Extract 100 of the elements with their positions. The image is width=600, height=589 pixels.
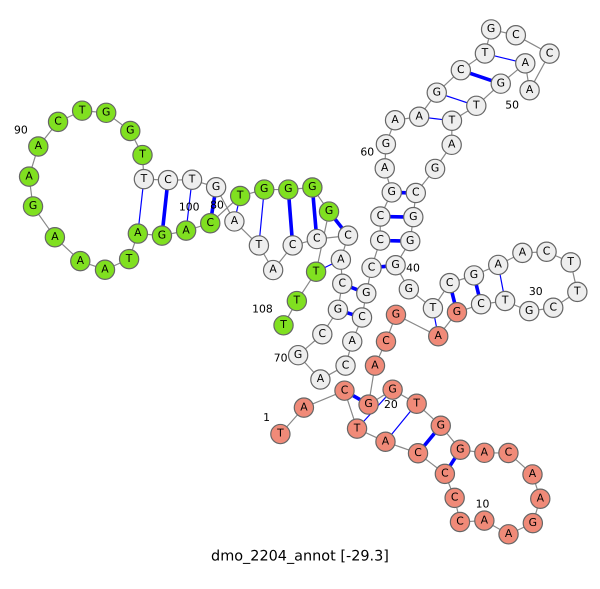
node-circle: T	[406, 394, 427, 414]
node-circle: C	[498, 442, 519, 464]
connector	[469, 72, 492, 82]
node-circle: T	[132, 144, 153, 166]
connector	[250, 192, 255, 194]
node-circle: C	[332, 274, 352, 294]
node-circle: C	[370, 230, 390, 251]
node-circle: A	[515, 53, 536, 74]
connector	[561, 296, 570, 303]
connector	[302, 241, 308, 244]
node-circle: T	[273, 315, 294, 336]
connector	[278, 252, 287, 263]
connector	[286, 414, 298, 428]
node-circle: T	[248, 235, 270, 256]
connector	[376, 394, 384, 400]
connector	[374, 250, 378, 259]
node-circle: G	[385, 255, 406, 276]
connector	[416, 294, 426, 303]
node-circle: G	[490, 73, 511, 94]
node-circle: G	[120, 120, 140, 142]
connector	[440, 152, 447, 162]
node-circle: C	[539, 43, 560, 64]
connector	[318, 195, 324, 204]
node-circle: C	[200, 213, 220, 234]
node-circle: C	[306, 228, 328, 250]
connector	[236, 205, 239, 212]
caption: dmo_2204_annot [-29.3]	[211, 548, 389, 564]
connector	[30, 186, 32, 197]
connector	[328, 370, 338, 376]
node-circle: T	[442, 110, 462, 131]
connector	[572, 272, 576, 282]
node-label: 40	[406, 261, 420, 274]
node-circle: A	[70, 250, 90, 272]
node-label: 20	[384, 398, 398, 411]
node-circle: C	[406, 182, 426, 204]
node-circle: A	[44, 227, 66, 248]
connector	[161, 190, 169, 226]
node-circle: A	[522, 464, 543, 485]
node-circle: C	[439, 272, 460, 294]
node-circle: A	[294, 397, 314, 418]
node-circle: C	[450, 60, 472, 80]
connector	[217, 202, 234, 218]
node-label: 30	[528, 284, 543, 298]
node-circle: T	[560, 252, 581, 273]
connector	[388, 324, 394, 333]
connector	[400, 394, 408, 400]
node-circle: A	[474, 510, 495, 531]
connector	[259, 199, 264, 236]
connector	[443, 76, 454, 86]
node-circle: G	[358, 394, 379, 415]
connector	[90, 264, 96, 268]
node-circle: C	[408, 443, 428, 464]
node-circle: T	[134, 168, 154, 190]
node-circle: G	[318, 201, 340, 222]
node-circle: C	[158, 170, 178, 190]
node-circle: G	[96, 102, 116, 124]
connector	[494, 55, 516, 62]
node-circle: G	[206, 177, 226, 198]
connector	[138, 189, 144, 224]
node-circle: A	[375, 432, 396, 452]
connector	[451, 130, 452, 136]
node-circle: G	[450, 440, 471, 460]
connector	[240, 228, 252, 239]
node-circle: C	[352, 307, 372, 328]
connector	[483, 90, 494, 100]
node-circle: C	[338, 225, 358, 246]
connector	[352, 394, 362, 402]
node-circle: C	[450, 512, 470, 532]
connector	[474, 284, 480, 296]
connector	[66, 114, 74, 118]
node-circle: G	[446, 302, 468, 322]
connector	[421, 176, 430, 186]
node-circle: G	[22, 196, 44, 217]
node-circle: A	[364, 355, 386, 376]
node-circle: G	[328, 300, 348, 320]
node-circle: C	[444, 488, 465, 508]
node-circle: C	[334, 380, 355, 401]
connector	[381, 264, 386, 269]
node-circle: G	[386, 304, 406, 326]
node-label: 60	[360, 145, 374, 158]
node-circle: A	[441, 134, 462, 156]
connector	[534, 62, 546, 82]
node-circle: A	[488, 254, 508, 276]
node-label: 10	[476, 498, 490, 511]
node-circle: A	[374, 158, 395, 179]
node-circle: C	[312, 324, 333, 344]
connector	[348, 351, 350, 356]
node-circle: G	[288, 344, 308, 366]
node-circle: G	[382, 182, 402, 203]
node-circle: A	[28, 136, 49, 157]
connector	[532, 252, 537, 254]
node-circle: G	[480, 19, 502, 40]
connector	[287, 199, 294, 236]
connector	[516, 459, 526, 468]
node-circle: G	[400, 230, 420, 252]
connector	[132, 242, 136, 250]
node-circle: T	[306, 262, 326, 282]
connector	[482, 268, 490, 272]
connector	[555, 255, 562, 259]
node-circle: C	[361, 258, 382, 278]
